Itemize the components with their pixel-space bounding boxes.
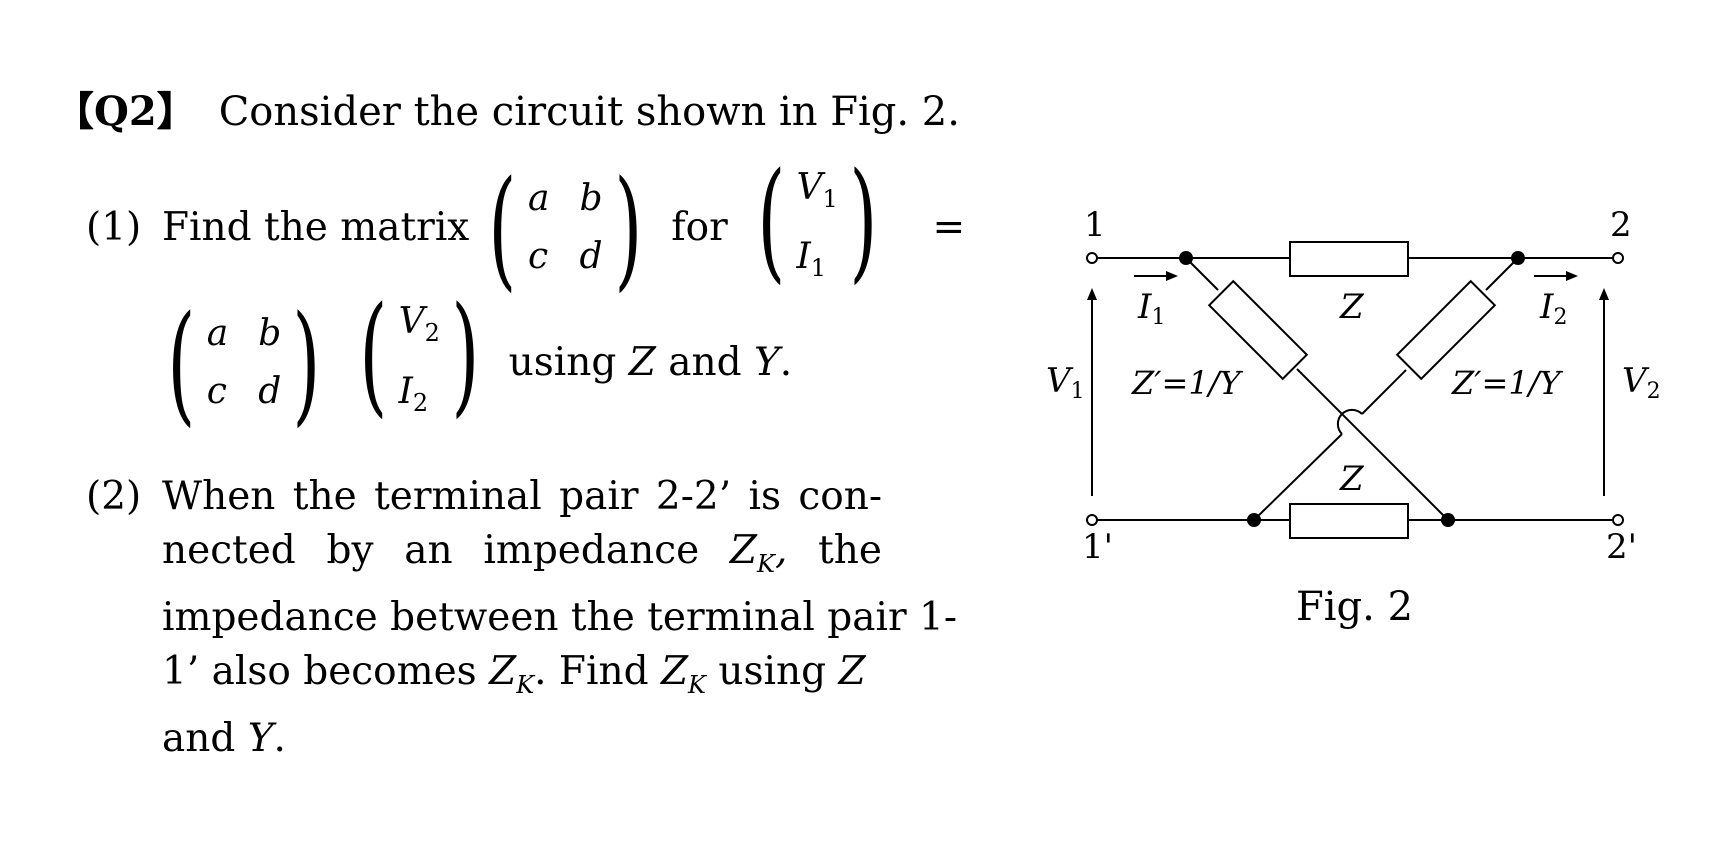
crossover-hop: [1336, 408, 1363, 435]
figure-caption: Fig. 2: [1296, 584, 1414, 630]
terminal-1p-label: 1': [1082, 527, 1113, 560]
vector-v1-i1: ( V1 I1 ): [757, 144, 878, 296]
question-1-for: for: [671, 205, 728, 251]
label-i2: I2: [1539, 287, 1567, 330]
circuit-diagram: 1 1' 2 2' Z Z I1 I2 V1 V2 Z′=1/Y Z′=1/Y: [1046, 205, 1661, 567]
question-1-number: (1): [86, 205, 142, 251]
matrix-abcd: ( a b c d ): [488, 152, 642, 305]
node-bottom-left: [1247, 513, 1261, 527]
matrix-d: d: [579, 236, 603, 278]
impedance-zprime-right: [1395, 279, 1497, 381]
matrix-b: b: [579, 178, 603, 220]
terminal-2p-label: 2': [1606, 527, 1637, 560]
question-1-line-1: (1) Find the matrix ( a b c d ) for ( V1…: [86, 144, 965, 305]
vector-v2-i2: ( V2 I2 ): [359, 278, 480, 431]
question-1-lead: Find the matrix: [162, 205, 470, 251]
matrix-a: a: [528, 178, 550, 220]
label-v2: V2: [1622, 361, 1661, 404]
terminal-2-label: 2: [1610, 205, 1632, 245]
question-tag: 【Q2】: [54, 88, 197, 135]
impedance-zprime-left: [1207, 279, 1309, 381]
impedance-z-top: [1289, 241, 1409, 277]
equals-sign: =: [932, 205, 966, 251]
matrix-abcd-rhs: ( a b c d ): [167, 286, 321, 439]
question-1: (1) Find the matrix ( a b c d ) for ( V1…: [86, 144, 965, 439]
node-top-left: [1179, 251, 1193, 265]
question-2-line-3: impedance between the terminal pair 1-: [162, 594, 958, 640]
question-2-line-1: When the terminal pair 2-2’ is con-: [162, 474, 882, 519]
question-intro: Consider the circuit shown in Fig. 2.: [218, 89, 960, 135]
label-v1: V1: [1046, 361, 1085, 404]
circuit-figure: 1 1' 2 2' Z Z I1 I2 V1 V2 Z′=1/Y Z′=1/Y: [1040, 200, 1680, 567]
question-1-line-2: ( a b c d ) ( V2 I2 ) using Z and Y.: [148, 278, 886, 439]
terminal-2-node: [1612, 252, 1624, 264]
terminal-1-node: [1086, 252, 1098, 264]
label-zprime-left: Z′=1/Y: [1131, 364, 1243, 402]
question-2-line-4: 1’ also becomes ZK. Find ZK using Z: [162, 648, 866, 699]
terminal-1p-node: [1086, 514, 1098, 526]
question-heading: 【Q2】 Consider the circuit shown in Fig. 2…: [54, 86, 960, 138]
terminal-2p-node: [1612, 514, 1624, 526]
question-2-line-5: and Y.: [162, 715, 286, 761]
node-bottom-right: [1441, 513, 1455, 527]
terminal-1-label: 1: [1084, 205, 1106, 245]
matrix-c: c: [528, 236, 549, 278]
question-2-body: When the terminal pair 2-2’ is con- nect…: [162, 470, 958, 766]
label-i1: I1: [1137, 287, 1165, 330]
label-z-top: Z: [1339, 287, 1365, 327]
question-2-number: (2): [86, 474, 142, 519]
question-2-line-2: nected by an impedance ZK, the: [162, 528, 882, 578]
label-zprime-right: Z′=1/Y: [1451, 364, 1563, 402]
label-z-bottom: Z: [1339, 459, 1365, 499]
node-top-right: [1511, 251, 1525, 265]
question-1-tail: using Z and Y.: [508, 339, 793, 385]
impedance-z-bottom: [1289, 503, 1409, 539]
